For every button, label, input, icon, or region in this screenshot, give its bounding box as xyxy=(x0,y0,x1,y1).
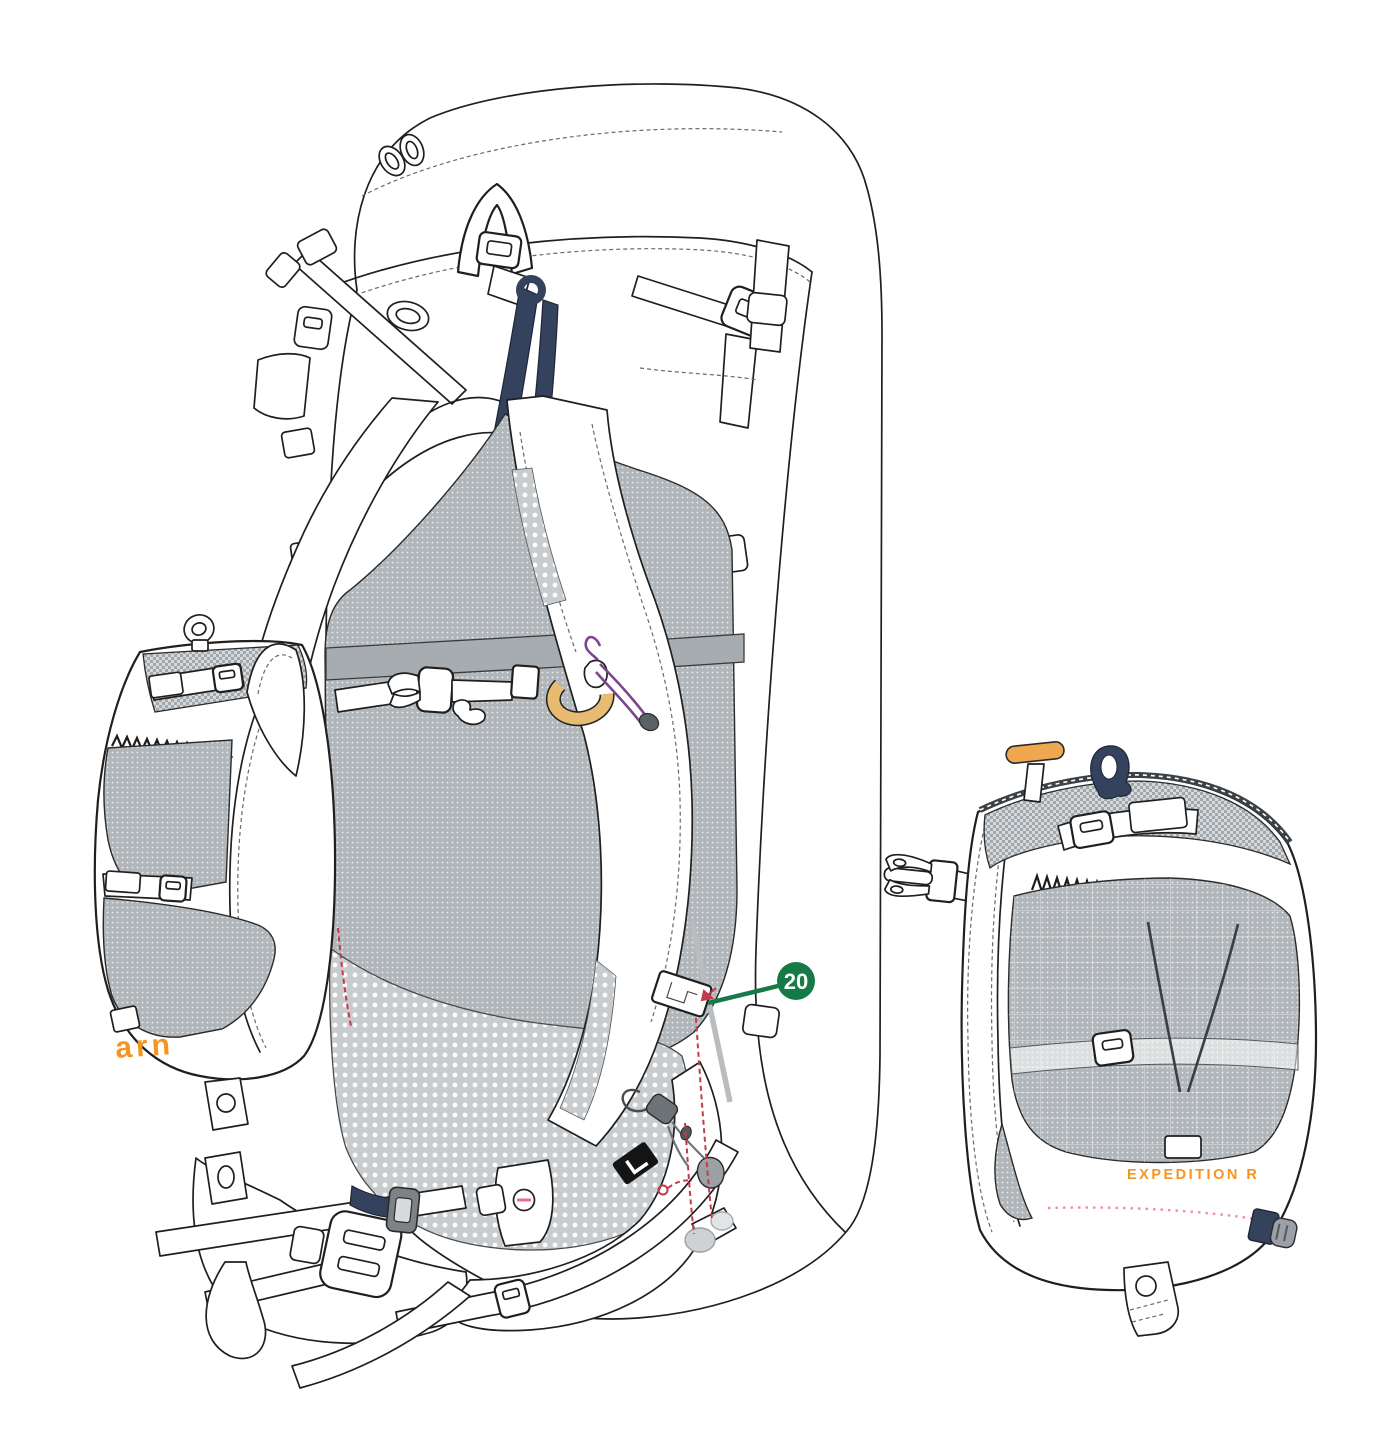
cord-toggle-icon xyxy=(638,712,660,732)
lid-zipper-pulls-icon xyxy=(378,133,425,177)
hipbelt-gray-buckle xyxy=(385,1186,421,1234)
left-pocket-hang-loop xyxy=(183,614,215,652)
pocket-attachment-buckle xyxy=(334,664,540,726)
d-ring-icon xyxy=(386,300,430,332)
red-drawcords xyxy=(337,927,717,1235)
expedition-bottom-tab xyxy=(1123,1261,1180,1337)
left-balance-pocket: arn xyxy=(93,614,337,1131)
left-top-straps xyxy=(253,228,467,575)
lash-loop xyxy=(650,970,713,1018)
toggle-icon xyxy=(696,1156,725,1189)
side-panel-seam xyxy=(754,271,846,1233)
elastic-cord xyxy=(1146,921,1182,1093)
main-pack xyxy=(155,83,883,1389)
L-tab xyxy=(612,1142,659,1185)
left-pocket-top-buckle xyxy=(211,662,245,694)
drawcord-cluster xyxy=(612,1088,737,1253)
model-label: EXPEDITION R xyxy=(1127,1167,1259,1183)
left-pocket-mid-buckle xyxy=(158,874,188,903)
expedition-mid-buckle xyxy=(1091,1029,1135,1067)
ring-hook-icon xyxy=(583,659,608,689)
callout-leader-line xyxy=(707,983,779,1006)
strap-slider xyxy=(510,664,540,700)
expedition-grommet-icon xyxy=(1135,1275,1157,1297)
expedition-top-buckle xyxy=(1069,810,1115,850)
side-tab xyxy=(742,1003,780,1039)
pocket-grommet-icon xyxy=(216,1093,236,1113)
left-pocket-upper-mesh xyxy=(103,739,233,895)
hook-icon xyxy=(452,699,486,726)
right-shoulder-strap xyxy=(506,395,694,1147)
right-top-straps xyxy=(631,239,790,574)
purple-cord xyxy=(584,635,648,723)
hipbelt xyxy=(155,1061,739,1389)
hipbelt-center-buckle xyxy=(319,1210,403,1299)
lid-stitch-seam xyxy=(361,128,783,197)
mesh-bottom-tab xyxy=(1164,1135,1202,1159)
expedition-r-pocket: EXPEDITION R xyxy=(883,741,1318,1337)
haul-loop xyxy=(456,182,534,307)
t-handle-icon xyxy=(1005,741,1065,803)
tan-ring-icon xyxy=(547,680,614,725)
shoulder-strap-end xyxy=(246,643,306,777)
cordlock-icon xyxy=(645,1093,679,1125)
callout-circle[interactable] xyxy=(777,962,815,1000)
left-pocket-lower-mesh xyxy=(102,897,276,1038)
strap-keeper-loop xyxy=(205,1261,267,1360)
brand-logo: arn xyxy=(114,1028,175,1065)
side-stay xyxy=(689,921,733,1103)
balance-pocket-ring xyxy=(545,635,660,732)
expedition-hang-loop xyxy=(1090,745,1132,800)
tube-hook-icon xyxy=(516,275,546,305)
callout-number: 20 xyxy=(784,969,808,994)
expedition-side-buckle xyxy=(1247,1208,1298,1249)
callout-20[interactable]: 20 xyxy=(707,962,815,1006)
red-arrow-icon xyxy=(700,987,717,1002)
